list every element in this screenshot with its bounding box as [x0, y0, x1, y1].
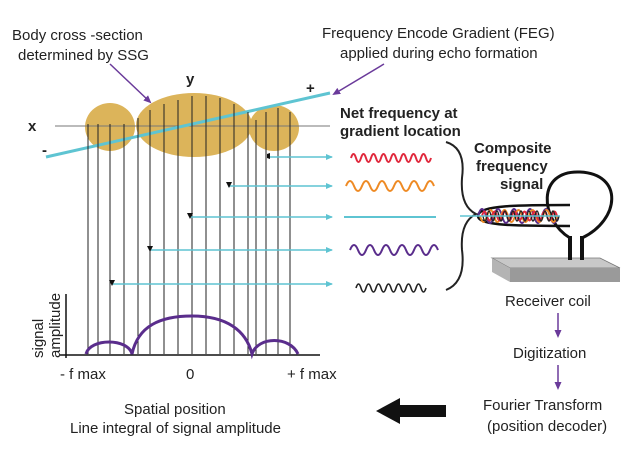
neg-fmax-label: - f max [60, 366, 106, 383]
composite-label-2: frequency [476, 158, 548, 175]
signal-profile [84, 314, 300, 360]
position-decoder-label: (position decoder) [487, 418, 607, 435]
intersection-markers [109, 153, 270, 286]
composite-wave [460, 208, 560, 224]
composite-label-1: Composite [474, 140, 552, 157]
wave-low-frequency [355, 283, 427, 293]
ssg-callout-arrow [109, 63, 152, 104]
gradient-line [45, 91, 331, 159]
projection-lines [87, 96, 291, 354]
digitization-label: Digitization [513, 345, 586, 362]
feg-callout-arrow [332, 63, 385, 96]
signal-amplitude-plot [60, 294, 320, 360]
line-integral-label: Line integral of signal amplitude [70, 420, 281, 437]
net-frequency-label: Net frequency at [340, 105, 458, 122]
body-cross-section-sublabel: determined by SSG [18, 47, 149, 64]
y-axis-label: y [186, 71, 195, 88]
wave-mid-high-frequency [345, 180, 435, 192]
body-cross-section-label: Body cross -section [12, 27, 143, 44]
fourier-transform-label: Fourier Transform [483, 397, 602, 414]
receiver-coil-label: Receiver coil [505, 293, 591, 310]
signal-axis-label: signal [30, 319, 47, 358]
curly-brace [445, 141, 479, 291]
feg-sublabel: applied during echo formation [340, 45, 538, 62]
x-axis-label: x [28, 118, 37, 135]
wave-high-frequency [350, 153, 432, 163]
left-arrow-icon [376, 398, 446, 424]
frequency-arrows [112, 154, 333, 287]
zero-label: 0 [186, 366, 194, 383]
minus-sign: - [42, 142, 47, 159]
pos-fmax-label: + f max [287, 366, 337, 383]
feg-label: Frequency Encode Gradient (FEG) [322, 25, 555, 42]
spatial-position-label: Spatial position [124, 401, 226, 418]
net-frequency-sublabel: gradient location [340, 123, 461, 140]
amplitude-axis-label: amplitude [47, 293, 64, 358]
plus-sign: + [306, 80, 315, 97]
composite-label-3: signal [500, 176, 543, 193]
wave-mid-low-frequency [349, 244, 439, 256]
